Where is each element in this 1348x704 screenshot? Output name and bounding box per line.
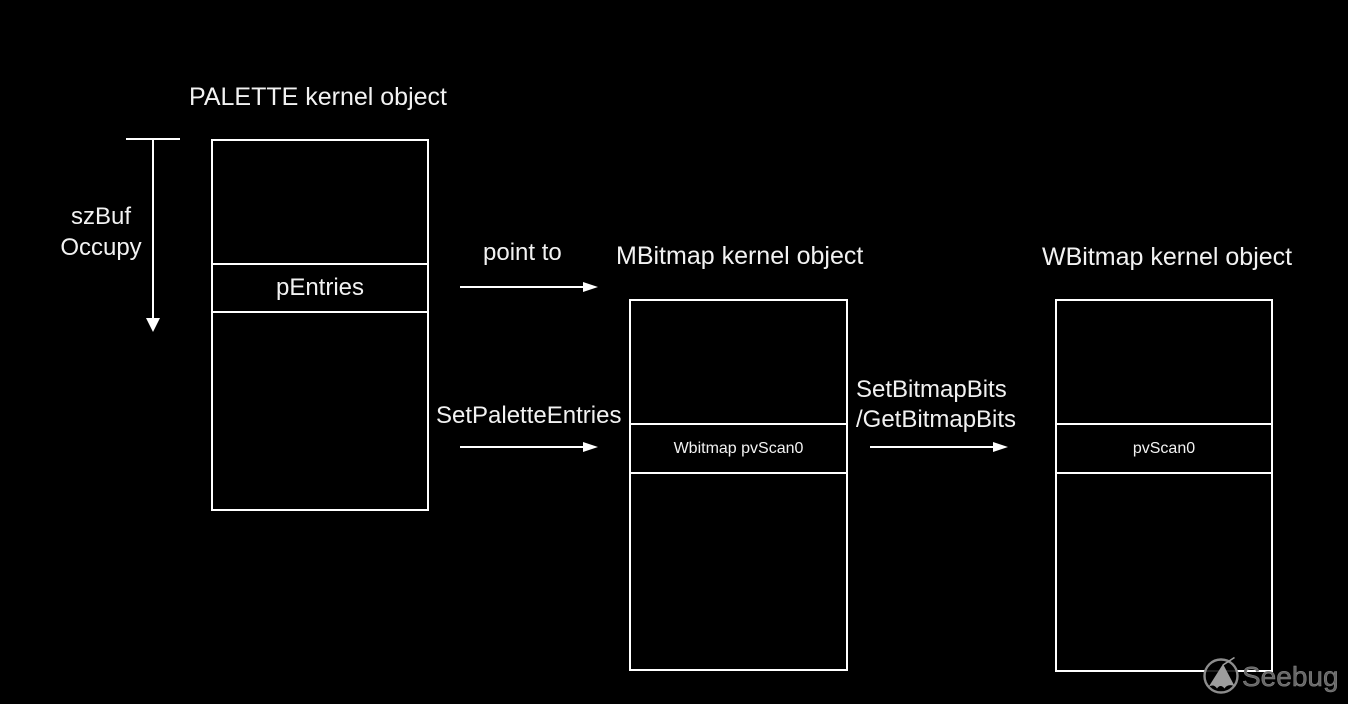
arrow-shaft [460,446,584,448]
wbitmap-box-top-region [1057,301,1271,423]
seebug-umbrella-handle-icon [1222,656,1235,666]
point-to-arrow [460,282,598,292]
palette-box: pEntries [211,139,429,511]
szbuf-label-line2: Occupy [60,234,142,261]
seebug-brand-text: Seebug [1242,661,1339,692]
mbitmap-pvscan0-field: Wbitmap pvScan0 [631,423,846,474]
palette-pentries-field: pEntries [213,263,427,313]
wbitmap-pvscan0-label: pvScan0 [1132,439,1196,457]
wbitmap-pvscan0-field: pvScan0 [1057,423,1271,474]
set-palette-entries-arrow [460,442,598,452]
palette-box-top-region [213,141,427,263]
seebug-umbrella-icon [1208,664,1235,689]
point-to-label: point to [483,239,562,266]
arrow-shaft [460,286,584,288]
szbuf-occupy-label: szBuf Occupy [40,201,162,263]
mbitmap-title: MBitmap kernel object [616,242,864,270]
mbitmap-box-top-region [631,301,846,423]
arrow-right-icon [583,442,598,452]
seebug-watermark: Seebug [1203,656,1339,694]
arrow-right-icon [583,282,598,292]
get-bitmap-bits-line2: /GetBitmapBits [856,406,1017,433]
mbitmap-pvscan0-label: Wbitmap pvScan0 [673,439,804,457]
set-bitmap-bits-arrow [870,442,1008,452]
measure-arrow-down-icon [146,318,160,332]
set-palette-entries-label: SetPaletteEntries [436,402,622,429]
arrow-right-icon [993,442,1008,452]
set-bitmap-bits-line1: SetBitmapBits [856,376,1007,403]
wbitmap-box: pvScan0 [1055,299,1273,672]
arrow-shaft [870,446,994,448]
palette-title: PALETTE kernel object [189,83,447,111]
set-get-bitmap-bits-label: SetBitmapBits /GetBitmapBits [856,375,1016,435]
szbuf-label-line1: szBuf [70,203,132,230]
mbitmap-box-bottom-region [631,474,846,669]
palette-pentries-label: pEntries [275,274,365,301]
wbitmap-title: WBitmap kernel object [1042,243,1293,271]
wbitmap-box-bottom-region [1057,474,1271,670]
measure-arrow-shaft [152,139,154,319]
mbitmap-box: Wbitmap pvScan0 [629,299,848,671]
palette-box-bottom-region [213,313,427,509]
